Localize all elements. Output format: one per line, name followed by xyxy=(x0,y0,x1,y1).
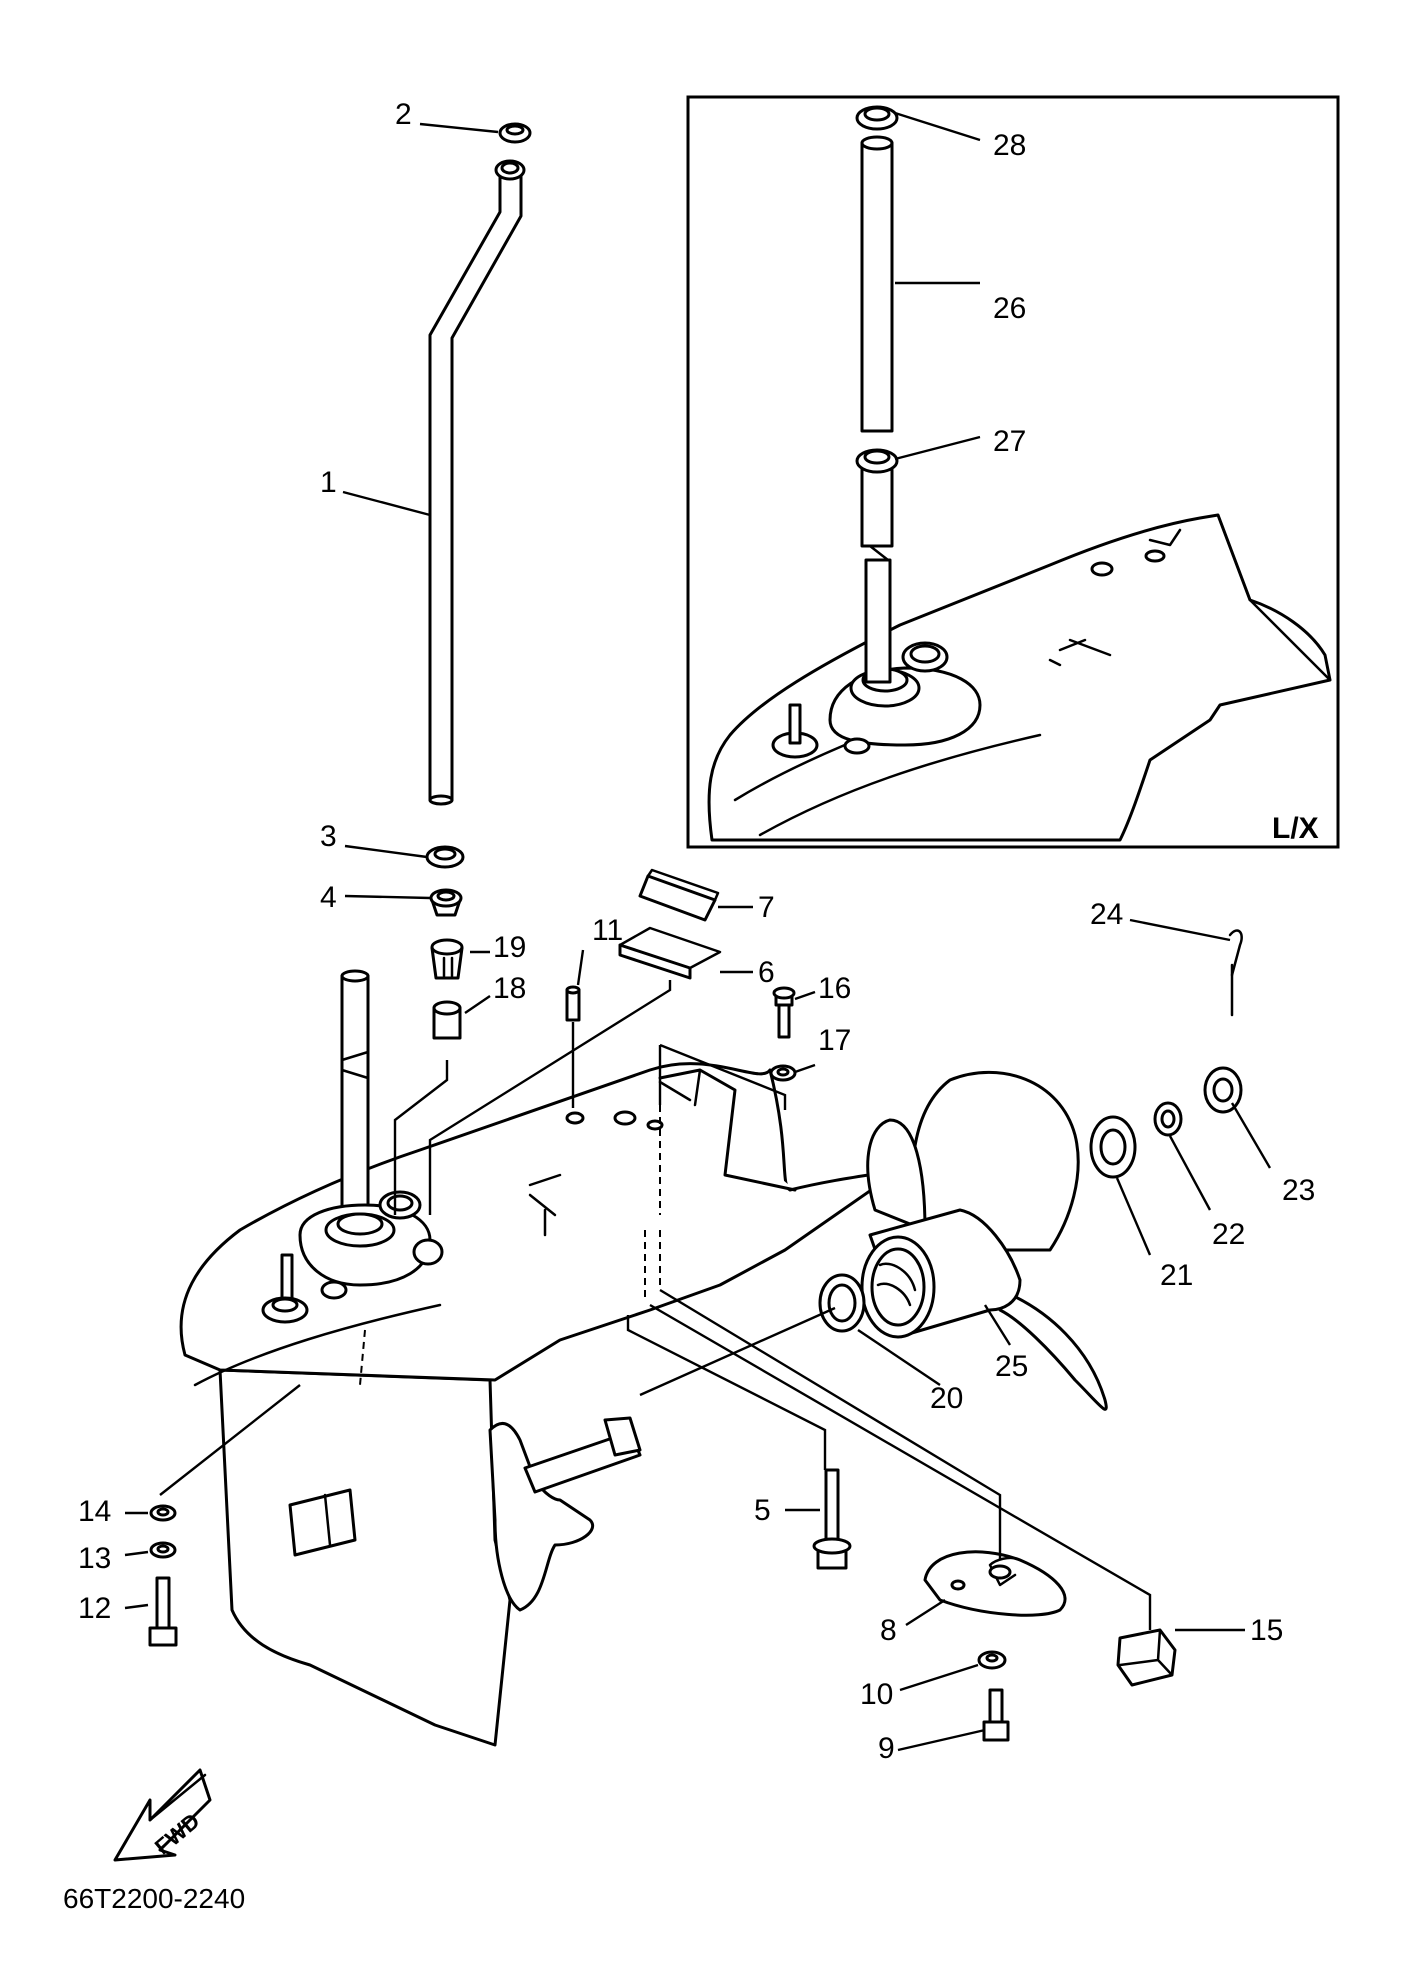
fasteners xyxy=(148,1468,1177,1742)
label-part-21: 21 xyxy=(1160,1259,1193,1292)
label-part-19: 19 xyxy=(493,931,526,964)
label-part-10: 10 xyxy=(860,1678,893,1711)
callout-labels: 1 2 3 4 5 6 7 8 9 10 11 12 13 14 15 16 1… xyxy=(78,98,1315,1765)
label-part-16: 16 xyxy=(818,972,851,1005)
label-part-17: 17 xyxy=(818,1024,851,1057)
label-part-14: 14 xyxy=(78,1495,111,1528)
assembly-lines xyxy=(159,980,1152,1630)
drawing-code: 66T2200-2240 xyxy=(63,1883,245,1914)
label-part-25: 25 xyxy=(995,1350,1028,1383)
label-part-8: 8 xyxy=(880,1614,897,1647)
label-part-26: 26 xyxy=(993,292,1026,325)
label-part-22: 22 xyxy=(1212,1218,1245,1251)
inset-lx xyxy=(686,95,1340,849)
label-part-28: 28 xyxy=(993,129,1026,162)
label-part-24: 24 xyxy=(1090,898,1123,931)
fwd-arrow-icon: FWD xyxy=(113,1768,212,1862)
label-part-9: 9 xyxy=(878,1732,895,1765)
label-part-23: 23 xyxy=(1282,1174,1315,1207)
label-part-20: 20 xyxy=(930,1382,963,1415)
label-part-11: 11 xyxy=(592,914,623,947)
label-part-4: 4 xyxy=(320,881,337,914)
lower-casing xyxy=(179,969,902,1747)
callout-leaders xyxy=(124,111,1272,1752)
label-part-5: 5 xyxy=(754,1494,771,1527)
label-part-18: 18 xyxy=(493,972,526,1005)
label-part-3: 3 xyxy=(320,820,337,853)
inset-label: L/X xyxy=(1272,812,1319,845)
label-part-13: 13 xyxy=(78,1542,111,1575)
label-part-27: 27 xyxy=(993,425,1026,458)
label-part-7: 7 xyxy=(758,891,775,924)
water-tube-parts xyxy=(425,122,797,1082)
label-part-12: 12 xyxy=(78,1592,111,1625)
propeller-assembly xyxy=(818,929,1243,1411)
label-part-1: 1 xyxy=(320,466,337,499)
label-part-6: 6 xyxy=(758,956,775,989)
label-part-15: 15 xyxy=(1250,1614,1283,1647)
label-part-2: 2 xyxy=(395,98,412,131)
